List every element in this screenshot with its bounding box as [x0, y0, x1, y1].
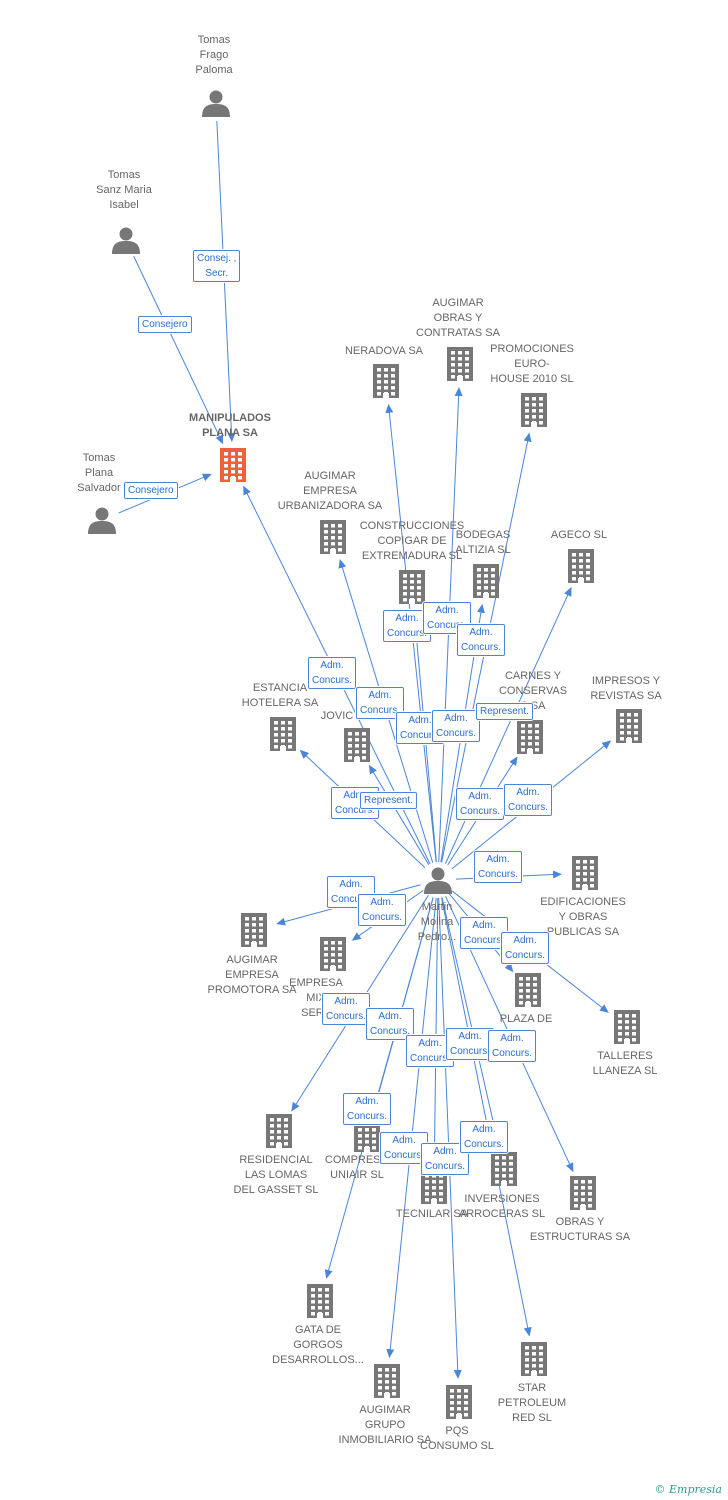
person-icon[interactable] [112, 227, 140, 255]
role-badge[interactable]: Adm. Concurs. [356, 687, 405, 719]
role-badge[interactable]: Adm. Concurs. [358, 894, 407, 926]
building-icon[interactable] [572, 856, 598, 890]
role-badge[interactable]: Adm. Concurs. [432, 710, 481, 742]
node-label-tomas_frago: Tomas Frago Paloma [195, 34, 233, 76]
role-badge[interactable]: Adm. Concurs. [421, 1143, 470, 1175]
node-label-manipulados: MANIPULADOS PLANA SA [189, 412, 271, 439]
building-icon[interactable] [241, 913, 267, 947]
edge-martin-to-jovic [368, 764, 430, 865]
node-label-inversiones: INVERSIONES ARROCERAS SL [458, 1193, 546, 1220]
edge-martin-to-tecnilar [430, 897, 439, 1165]
building-icon[interactable] [373, 364, 399, 398]
node-label-martin: Martin Molina Pedro... [417, 901, 457, 943]
node-label-augimar_prom: AUGIMAR EMPRESA PROMOTORA SA [207, 954, 297, 996]
building-icon[interactable] [344, 728, 370, 762]
role-badge[interactable]: Represent. [360, 792, 417, 809]
node-label-jovic: JOVIC [320, 710, 354, 722]
role-badge[interactable]: Adm. Concurs. [343, 1093, 392, 1125]
node-label-bodegas: BODEGAS ALTIZIA SL [455, 529, 511, 556]
building-icon[interactable] [517, 720, 543, 754]
role-badge[interactable]: Adm. Concurs. [504, 784, 553, 816]
node-label-residencial: RESIDENCIAL LAS LOMAS DEL GASSET SL [233, 1154, 319, 1196]
role-badge[interactable]: Adm. Concurs. [474, 851, 523, 883]
building-icon[interactable] [421, 1170, 447, 1204]
node-label-tecnilar: TECNILAR SA [395, 1208, 469, 1220]
node-label-talleres: TALLERES LLANEZA SL [592, 1050, 658, 1077]
building-icon[interactable] [515, 973, 541, 1007]
role-badge[interactable]: Consej. , Secr. [193, 250, 241, 282]
role-badge[interactable]: Adm. Concurs. [501, 932, 550, 964]
node-label-edificaciones: EDIFICACIONES Y OBRAS PUBLICAS SA [540, 896, 626, 938]
credit-footer: © Empresia [655, 1483, 723, 1496]
role-badge[interactable]: Adm. Concurs. [308, 657, 357, 689]
node-label-construcciones: CONSTRUCCIONES COPIGAR DE EXTREMADURA SL [359, 520, 465, 562]
building-icon[interactable] [616, 709, 642, 743]
person-icon[interactable] [88, 507, 116, 535]
node-label-neradova: NERADOVA SA [344, 345, 424, 357]
node-label-ageco: AGECO SL [550, 529, 608, 541]
node-label-impresos: IMPRESOS Y REVISTAS SA [590, 675, 662, 702]
node-label-carnes: CARNES Y CONSERVAS S SA [498, 670, 568, 712]
node-label-compresores: COMPRESO UNIAIR SL [324, 1154, 390, 1181]
role-badge[interactable]: Adm. Concurs. [488, 1030, 537, 1062]
node-label-augimar_oc: AUGIMAR OBRAS Y CONTRATAS SA [416, 297, 500, 339]
building-icon[interactable] [374, 1364, 400, 1398]
edge-martin-to-inversiones [441, 897, 501, 1147]
node-label-promociones_euro: PROMOCIONES EURO- HOUSE 2010 SL [490, 343, 574, 385]
building-icon[interactable] [446, 1385, 472, 1419]
brand-logo: Empresia [669, 1483, 722, 1496]
building-icon[interactable] [568, 549, 594, 583]
building-icon[interactable] [270, 717, 296, 751]
icon-layer [88, 90, 642, 1419]
building-icon[interactable] [614, 1010, 640, 1044]
role-badge[interactable]: Adm. Concurs. [457, 624, 506, 656]
node-label-gata: GATA DE GORGOS DESARROLLOS... [272, 1324, 364, 1366]
edge-martin-to-pqs [438, 897, 462, 1380]
role-badge[interactable]: Consejero [124, 482, 178, 499]
role-badge[interactable]: Adm. Concurs. [327, 876, 376, 908]
building-icon[interactable] [266, 1114, 292, 1148]
role-badge[interactable]: Adm. Concurs. [460, 1121, 509, 1153]
edge-martin-to-augimar_grupo [386, 897, 437, 1359]
role-badge[interactable]: Adm. Concurs. [322, 993, 371, 1025]
building-icon[interactable] [320, 520, 346, 554]
node-label-tomas_plana: Tomas Plana Salvador [77, 452, 121, 494]
building-icon[interactable] [491, 1152, 517, 1186]
node-label-star: STAR PETROLEUM RED SL [497, 1382, 567, 1424]
building-icon[interactable] [399, 570, 425, 604]
role-badge[interactable]: Consejero [138, 316, 192, 333]
edge-martin-to-gata [324, 897, 434, 1279]
node-label-augimar_urb: AUGIMAR EMPRESA URBANIZADORA SA [277, 470, 383, 512]
node-label-tomas_sanz: Tomas Sanz Maria Isabel [96, 169, 152, 211]
building-icon[interactable] [307, 1284, 333, 1318]
node-label-pqs: PQS CONSUMO SL [420, 1425, 494, 1452]
role-badge[interactable]: Adm. Concurs. [380, 1132, 429, 1164]
node-label-estancia: ESTANCIA HOTELERA SA [241, 682, 319, 709]
role-badge[interactable]: Adm. Concurs. [366, 1008, 415, 1040]
node-label-obras_estr: OBRAS Y ESTRUCTURAS SA [529, 1216, 631, 1243]
building-icon[interactable] [220, 448, 246, 482]
copyright-icon: © [654, 1483, 666, 1496]
role-badge[interactable]: Adm. Concurs. [423, 602, 472, 634]
person-icon[interactable] [424, 867, 452, 895]
edge-tomas_sanz-to-manipulados [133, 256, 224, 445]
building-icon[interactable] [473, 564, 499, 598]
building-icon[interactable] [521, 1342, 547, 1376]
building-icon[interactable] [570, 1176, 596, 1210]
role-badge[interactable]: Adm. Concurs. [406, 1035, 455, 1067]
person-icon[interactable] [202, 90, 230, 118]
node-label-augimar_grupo: AUGIMAR GRUPO INMOBILIARIO SA [338, 1404, 432, 1446]
building-icon[interactable] [521, 393, 547, 427]
role-badge[interactable]: Adm. Concurs. [456, 788, 505, 820]
edge-martin-to-star [441, 897, 532, 1337]
role-badge[interactable]: Adm. Concurs. [446, 1028, 495, 1060]
building-icon[interactable] [320, 937, 346, 971]
building-icon[interactable] [447, 347, 473, 381]
role-badge[interactable]: Represent. [476, 703, 533, 720]
